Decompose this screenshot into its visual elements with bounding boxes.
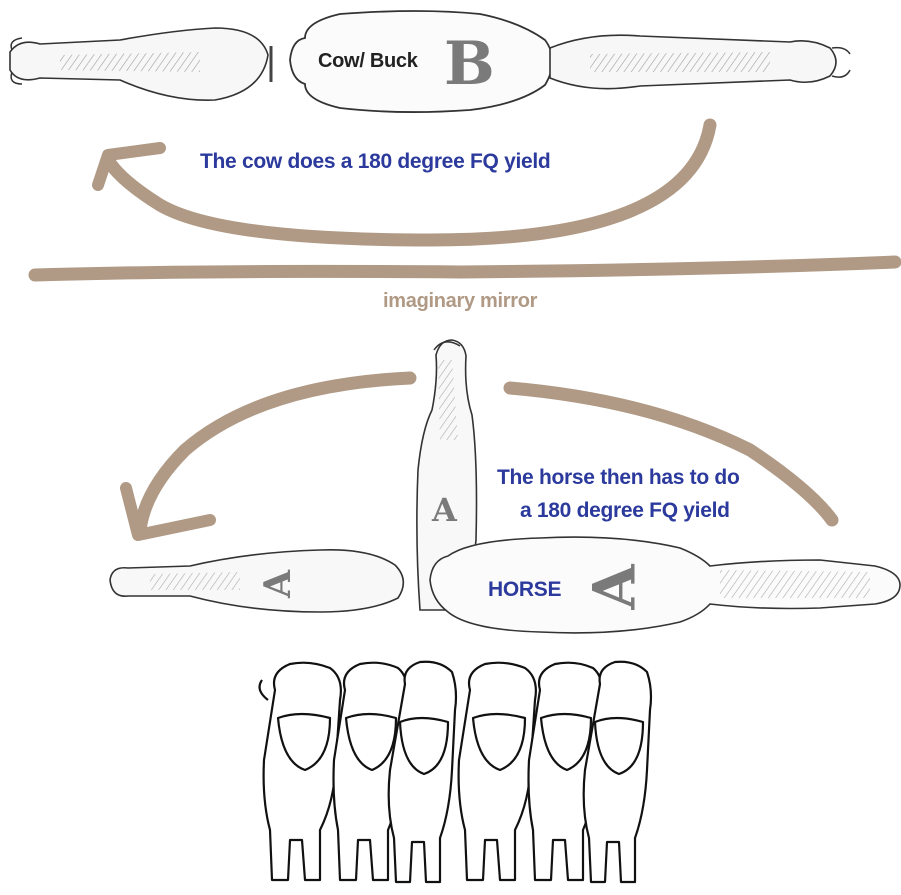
mirror-label: imaginary mirror bbox=[383, 290, 537, 313]
horse-left-marker-letter: A bbox=[260, 570, 296, 598]
cow-marker-letter: B bbox=[444, 34, 495, 94]
cow-yield-arrow bbox=[108, 125, 710, 240]
cattle-herd bbox=[260, 662, 651, 882]
cow-yield-label: The cow does a 180 degree FQ yield bbox=[200, 150, 550, 174]
horse-yield-label-line1: The horse then has to do bbox=[497, 466, 739, 490]
horse-right-marker-letter: A bbox=[586, 564, 644, 609]
cattle-4 bbox=[459, 663, 536, 880]
cow-figure-top bbox=[10, 11, 850, 112]
cow-buck-label: Cow/ Buck bbox=[318, 50, 418, 73]
horse-left-arrow bbox=[140, 378, 410, 530]
horse-label: HORSE bbox=[488, 578, 561, 602]
horse-vertical-marker-letter: A bbox=[432, 494, 457, 526]
horse-yield-label-line2: a 180 degree FQ yield bbox=[520, 499, 730, 523]
mirror-line bbox=[35, 262, 895, 275]
